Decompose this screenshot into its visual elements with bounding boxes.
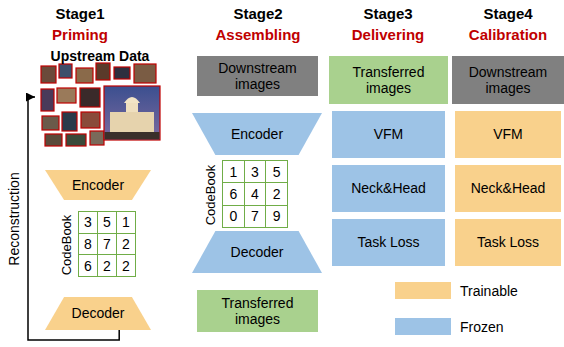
codebook-cell: 6 [79, 255, 98, 277]
photo [42, 116, 59, 130]
codebook-cell: 5 [266, 161, 288, 183]
block-label: Decoder [68, 305, 129, 321]
codebook-cell: 3 [79, 212, 98, 234]
stage-name: Delivering [352, 26, 425, 43]
encoder-block: Encoder [45, 170, 151, 200]
decoder-block: Decoder [192, 231, 322, 273]
stage-number: Stage3 [363, 5, 412, 22]
model-box: Neck&Head [455, 165, 561, 212]
legend-text: Frozen [460, 319, 504, 335]
photo [59, 64, 72, 78]
block-label: Transferred images [197, 295, 318, 327]
codebook-cell: 2 [117, 255, 136, 277]
legend-swatch [395, 282, 451, 299]
codebook-cell: 4 [245, 183, 267, 205]
loss-box: Task Loss [332, 219, 445, 266]
block-label: VFM [489, 126, 527, 142]
trapezoid-fill [192, 113, 322, 155]
encoder-block: Encoder [192, 113, 322, 155]
stage-name: Assembling [215, 26, 300, 43]
block-label: Transferred images [329, 64, 448, 96]
edge-label: Reconstruction [6, 170, 22, 267]
image-box: Downstream images [197, 56, 318, 96]
trapezoid-fill [45, 297, 151, 330]
block-label: Decoder [227, 244, 288, 260]
trapezoid-fill [192, 231, 322, 273]
block-label: Task Loss [353, 234, 423, 250]
block-label: Downstream images [197, 60, 318, 92]
stage-number: Stage4 [483, 5, 532, 22]
codebook-cell: 6 [223, 183, 245, 205]
codebook-grid: CodeBook135642079 [222, 160, 288, 228]
photo [45, 134, 62, 146]
codebook-cell: 1 [117, 212, 136, 234]
codebook-cell: 8 [79, 234, 98, 256]
block-label: Downstream images [452, 64, 564, 96]
block-label: Encoder [68, 177, 128, 193]
photo [104, 86, 160, 140]
codebook-cell: 5 [98, 212, 117, 234]
photo [41, 89, 54, 111]
building-dome [124, 97, 140, 103]
building [126, 102, 138, 112]
photo [96, 63, 110, 80]
photo [81, 112, 100, 128]
photo [90, 131, 104, 145]
codebook-title: CodeBook [204, 164, 219, 225]
codebook-cell: 2 [266, 183, 288, 205]
block-label: Encoder [227, 126, 287, 142]
photo [76, 68, 93, 83]
legend-row: Trainable [395, 282, 518, 299]
photo [134, 64, 156, 83]
building [110, 112, 154, 132]
photo [57, 88, 76, 103]
legend-row: Frozen [395, 318, 504, 335]
photo [66, 134, 86, 146]
image-box: Downstream images [452, 56, 564, 104]
legend-swatch [395, 318, 451, 335]
photo [114, 67, 130, 79]
ground [105, 132, 160, 139]
legend-text: Trainable [460, 283, 518, 299]
codebook-title: CodeBook [60, 214, 75, 275]
image-collection: Upstream Data [35, 46, 165, 148]
stage-number: Stage1 [55, 5, 104, 22]
codebook-cell: 1 [223, 161, 245, 183]
decoder-block: Decoder [45, 297, 151, 330]
photo [80, 88, 100, 107]
codebook-grid: CodeBook351872622 [78, 211, 136, 277]
model-box: VFM [332, 111, 445, 158]
codebook-cell: 7 [98, 234, 117, 256]
codebook-cell: 0 [223, 206, 245, 228]
image-box: Transferred images [197, 290, 318, 332]
model-box: VFM [455, 111, 561, 158]
codebook-cell: 2 [117, 234, 136, 256]
codebook-cell: 2 [98, 255, 117, 277]
photo [62, 112, 77, 131]
data-heading: Upstream Data [35, 48, 165, 64]
loss-box: Task Loss [455, 219, 561, 266]
block-label: Task Loss [473, 234, 543, 250]
photo [41, 66, 56, 83]
block-label: Neck&Head [347, 180, 430, 196]
block-label: Neck&Head [467, 180, 550, 196]
block-label: VFM [370, 126, 408, 142]
codebook-cell: 7 [245, 206, 267, 228]
image-box: Transferred images [329, 56, 448, 104]
model-box: Neck&Head [332, 165, 445, 212]
stage-number: Stage2 [233, 5, 282, 22]
stage-name: Calibration [469, 26, 547, 43]
trapezoid-fill [45, 170, 151, 200]
stage-name: Priming [52, 26, 108, 43]
codebook-cell: 3 [245, 161, 267, 183]
codebook-cell: 9 [266, 206, 288, 228]
